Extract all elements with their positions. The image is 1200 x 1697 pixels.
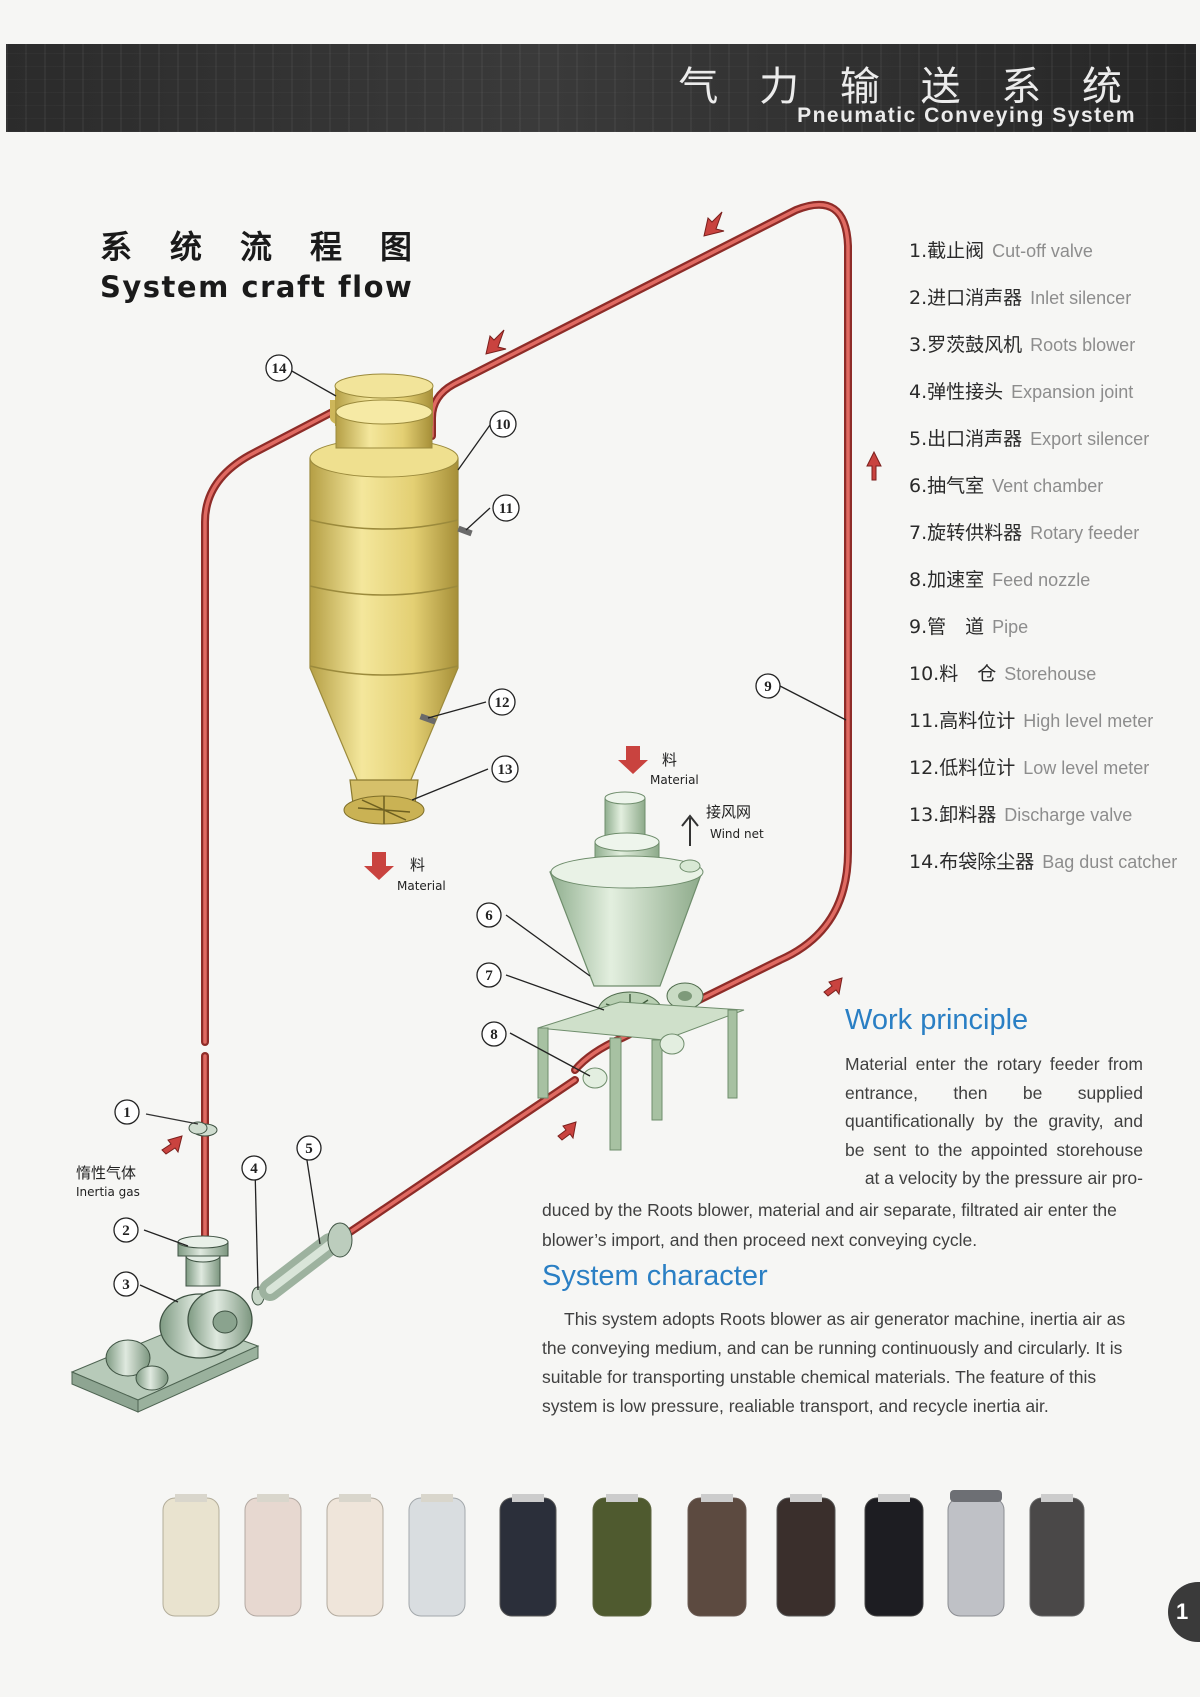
callout-marker: 6 — [476, 902, 502, 928]
svg-text:11: 11 — [499, 501, 513, 517]
work-principle-text-continued: duced by the Roots blower, material and … — [542, 1200, 1117, 1250]
material-in-arrow-icon — [618, 746, 648, 774]
arrow-icon — [703, 211, 725, 237]
flow-title-cn: 系统流程图 — [100, 228, 451, 266]
arrow-icon — [823, 977, 843, 997]
bottle-4 — [408, 1494, 466, 1617]
svg-text:10: 10 — [496, 417, 511, 433]
svg-text:接风网: 接风网 — [706, 803, 751, 821]
storehouse-silo — [309, 373, 473, 825]
callout-marker: 2 — [113, 1217, 139, 1243]
svg-text:Material: Material — [650, 773, 699, 787]
svg-text:2: 2 — [122, 1223, 130, 1239]
svg-text:Wind net: Wind net — [710, 827, 764, 841]
callout-marker: 10 — [489, 410, 517, 438]
svg-text:4: 4 — [250, 1161, 258, 1177]
bottle-7 — [687, 1494, 747, 1617]
arrow-icon — [485, 329, 507, 355]
header-title-en: Pneumatic Conveying System — [797, 104, 1136, 127]
svg-text:6: 6 — [485, 908, 493, 924]
svg-text:料: 料 — [662, 751, 677, 769]
svg-text:9: 9 — [764, 679, 772, 695]
callout-marker: 7 — [476, 962, 502, 988]
diagram-labels: 料 Material 料 Material 接风网 Wind net 惰性气体 … — [76, 746, 764, 1199]
callout-marker: 12 — [488, 688, 516, 716]
pipe-network — [201, 200, 852, 1250]
callout-marker: 5 — [296, 1135, 322, 1161]
bottle-2 — [244, 1494, 302, 1617]
arrow-icon — [557, 1121, 577, 1141]
callout-marker: 8 — [481, 1021, 507, 1047]
bottle-9 — [864, 1494, 924, 1617]
svg-text:3: 3 — [122, 1277, 130, 1293]
bottle-3 — [326, 1494, 384, 1617]
wind-net-arrow-icon — [681, 814, 699, 846]
svg-text:14: 14 — [272, 361, 288, 377]
bottle-5 — [499, 1494, 557, 1617]
svg-text:12: 12 — [495, 695, 510, 711]
material-out-arrow-icon — [364, 852, 394, 880]
flow-title-en: System craft flow — [100, 270, 414, 304]
pipe-highlight — [203, 203, 850, 1248]
arrow-icon — [866, 450, 882, 481]
flow-arrows — [161, 211, 882, 1155]
bottle-11 — [1029, 1494, 1085, 1617]
svg-text:5: 5 — [305, 1141, 313, 1157]
callout-marker: 13 — [491, 755, 519, 783]
callout-marker: 14 — [265, 354, 293, 382]
svg-text:料: 料 — [410, 856, 425, 874]
system-character-heading: System character — [542, 1260, 768, 1292]
system-character-text: This system adopts Roots blower as air g… — [542, 1309, 1126, 1416]
callout-marker: 9 — [755, 673, 781, 699]
svg-text:8: 8 — [490, 1027, 498, 1043]
svg-text:Material: Material — [397, 879, 446, 893]
svg-text:13: 13 — [498, 762, 513, 778]
callout-marker: 4 — [241, 1155, 267, 1181]
arrow-icon — [161, 1135, 183, 1155]
callout-marker: 3 — [113, 1271, 139, 1297]
bottle-6 — [592, 1494, 652, 1617]
header-title-cn: 气 力 输 送 系 统 — [678, 64, 1136, 110]
callout-marker: 11 — [492, 494, 520, 522]
bottle-1 — [162, 1494, 220, 1617]
sample-bottles — [162, 1490, 1085, 1617]
svg-text:惰性气体: 惰性气体 — [76, 1164, 136, 1182]
svg-text:1: 1 — [123, 1105, 131, 1121]
banner-texture — [6, 44, 1196, 132]
work-principle-text: Material enter the rotary feeder from en… — [845, 1054, 1143, 1188]
svg-text:Inertia gas: Inertia gas — [76, 1185, 140, 1199]
bottle-8 — [776, 1494, 836, 1617]
bottle-10 — [947, 1490, 1005, 1617]
roots-blower-assembly — [70, 1121, 353, 1413]
feeder-assembly — [537, 791, 745, 1151]
callout-marker: 1 — [114, 1099, 140, 1125]
header-banner: 气 力 输 送 系 统 Pneumatic Conveying System — [6, 44, 1196, 132]
svg-text:7: 7 — [485, 968, 493, 984]
callouts: 1 2 3 4 5 6 7 8 9 10 11 12 13 14 — [113, 354, 847, 1303]
work-principle-heading: Work principle — [845, 1004, 1029, 1036]
